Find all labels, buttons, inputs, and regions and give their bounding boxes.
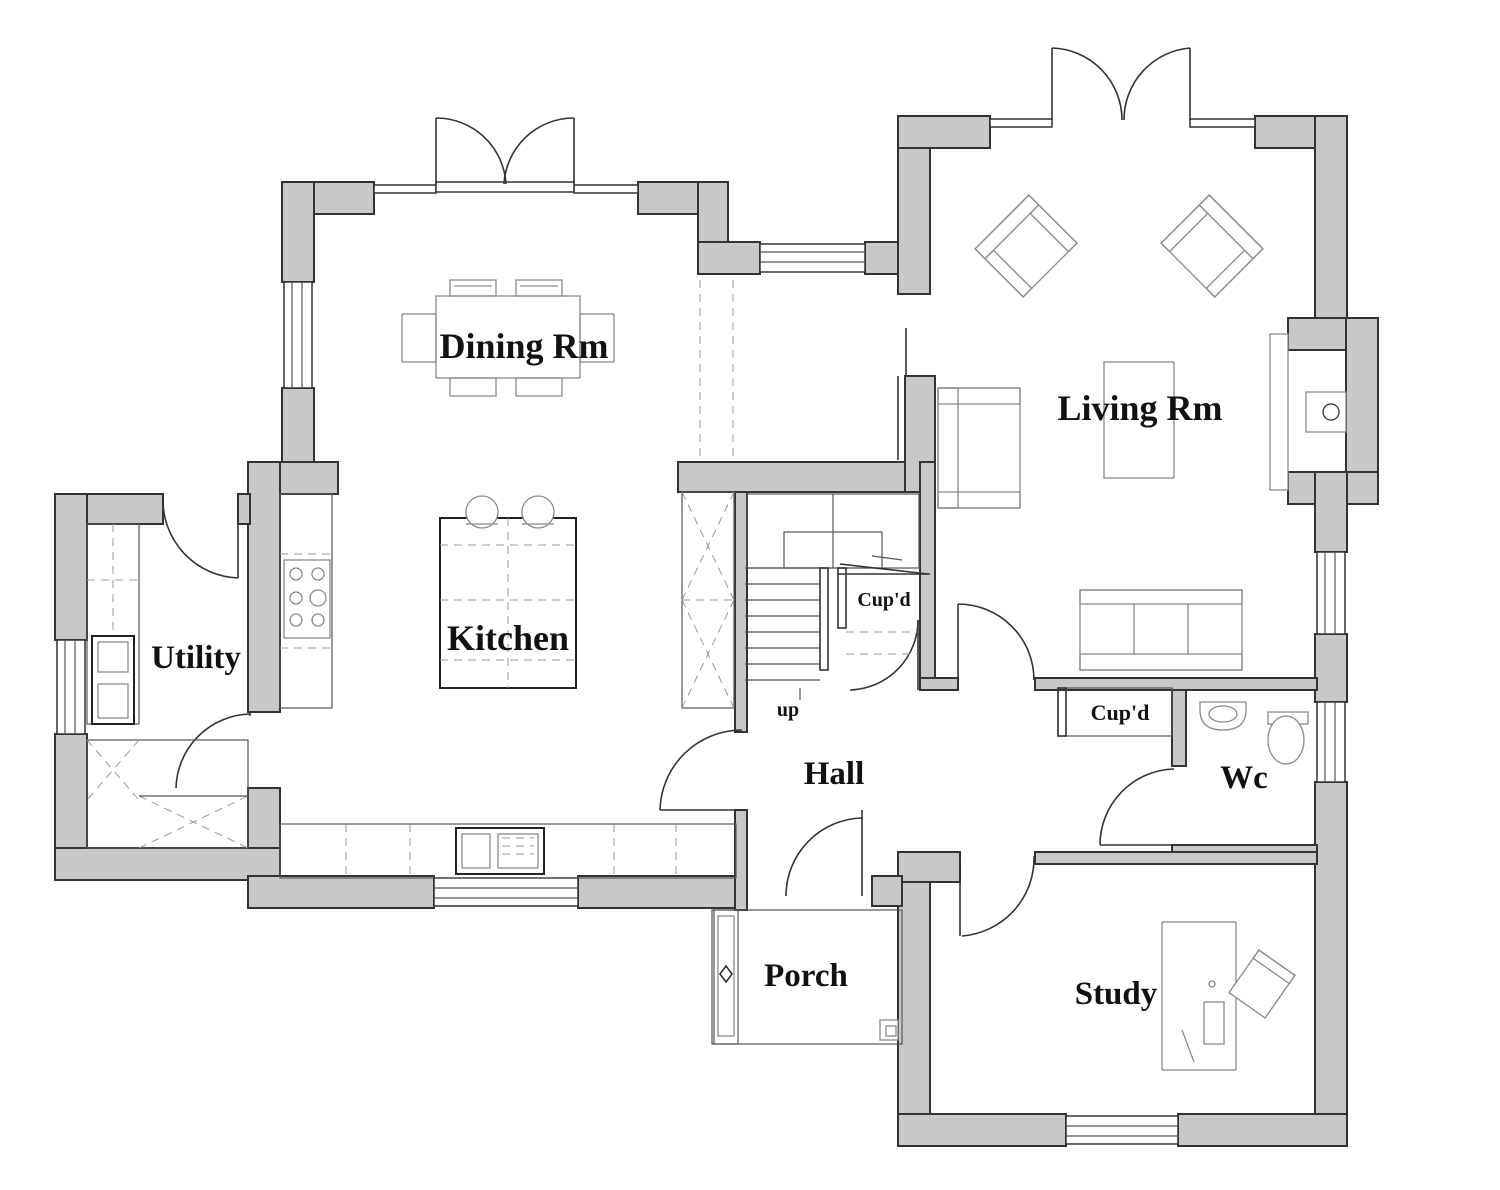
stove <box>1305 391 1347 433</box>
wall-study-north-left <box>897 851 961 883</box>
wall-stair-west-pier <box>734 491 748 733</box>
wall-porch-east <box>871 875 903 907</box>
wall-kitchen-south-right <box>577 875 747 909</box>
wall-utility-north-right <box>237 493 251 525</box>
window-study-south <box>1065 1115 1179 1145</box>
wall-stair-north <box>677 461 923 493</box>
label-living: Living Rm <box>1057 388 1222 428</box>
utility-sink <box>91 635 135 725</box>
sofa-west <box>937 387 1021 509</box>
wall-utility-south <box>54 847 281 881</box>
label-cupboard-stair: Cup'd <box>857 589 910 611</box>
wall-utility-west-upper <box>54 493 88 641</box>
wall-east-wc <box>1314 781 1348 1147</box>
coffee-table <box>1103 361 1175 479</box>
label-cupboard-hall: Cup'd <box>1091 700 1150 725</box>
wc-toilet <box>1267 715 1305 765</box>
label-wc: Wc <box>1220 760 1268 796</box>
window-kitchen-south <box>433 877 579 907</box>
kitchen-sink <box>455 827 545 875</box>
label-dining: Dining Rm <box>439 326 608 366</box>
wc-fittings <box>1057 687 1309 765</box>
wall-living-north-left <box>897 115 991 149</box>
desk <box>1161 921 1237 1071</box>
wall-hall-living-stub <box>919 677 959 691</box>
window-dining-north-left <box>373 184 437 194</box>
wall-kitchen-west <box>247 461 281 713</box>
label-stair-up: up <box>777 699 799 721</box>
wall-study-south-left <box>897 1113 1067 1147</box>
worktop-south <box>279 823 737 879</box>
label-kitchen: Kitchen <box>447 618 569 658</box>
wall-east-mid <box>1314 633 1348 703</box>
label-hall: Hall <box>804 756 865 792</box>
hearth <box>1269 333 1289 491</box>
wall-hall-east-stub <box>734 809 748 911</box>
room-labels: Dining Rm Kitchen Utility Living Rm Hall… <box>151 326 1268 1012</box>
study-furniture <box>1161 921 1296 1071</box>
wall-hall-living-short <box>919 461 936 691</box>
french-doors-dining <box>435 117 575 193</box>
label-porch: Porch <box>764 958 848 994</box>
window-dining-north-right <box>573 184 639 194</box>
living-furniture <box>937 194 1347 671</box>
window-link <box>759 243 866 273</box>
internal-doors <box>162 328 1175 937</box>
wall-living-east-lower <box>1314 471 1348 553</box>
armchair-right <box>1160 194 1264 298</box>
utility-worktop <box>86 739 249 849</box>
armchair-left <box>974 194 1078 298</box>
wall-dining-west-upper <box>281 181 315 283</box>
wall-kitchen-south-left <box>247 875 435 909</box>
label-utility: Utility <box>151 640 241 676</box>
window-utility-west <box>56 639 86 735</box>
label-study: Study <box>1075 976 1158 1012</box>
wall-study-south-right <box>1177 1113 1348 1147</box>
porch-fittings <box>711 909 903 1045</box>
stool-1 <box>465 495 499 529</box>
worktop-west <box>279 493 333 709</box>
staircase <box>745 493 930 700</box>
laptop <box>1203 1001 1225 1045</box>
window-living-east <box>1316 551 1346 635</box>
french-doors-living <box>1051 47 1191 121</box>
windows <box>56 118 1346 1145</box>
dining-table <box>401 279 615 397</box>
walls <box>54 115 1379 1147</box>
table <box>435 295 581 379</box>
kitchen-island <box>439 495 577 689</box>
sofa-south <box>1079 589 1243 671</box>
window-living-north-right <box>1189 118 1256 128</box>
window-wc-east <box>1316 701 1346 783</box>
stool-2 <box>521 495 555 529</box>
wall-dining-west-lower <box>281 387 315 473</box>
wall-link-south <box>697 241 761 275</box>
window-dining-west <box>283 281 313 389</box>
wall-living-east-upper <box>1314 115 1348 321</box>
wall-study-north-right <box>1034 851 1318 865</box>
window-living-north-left <box>989 118 1053 128</box>
wall-study-west <box>897 851 931 1147</box>
utility-fittings <box>86 523 249 849</box>
kitchen-units <box>279 280 737 879</box>
desk-chair <box>1228 949 1296 1019</box>
wall-wc-west <box>1171 689 1187 767</box>
